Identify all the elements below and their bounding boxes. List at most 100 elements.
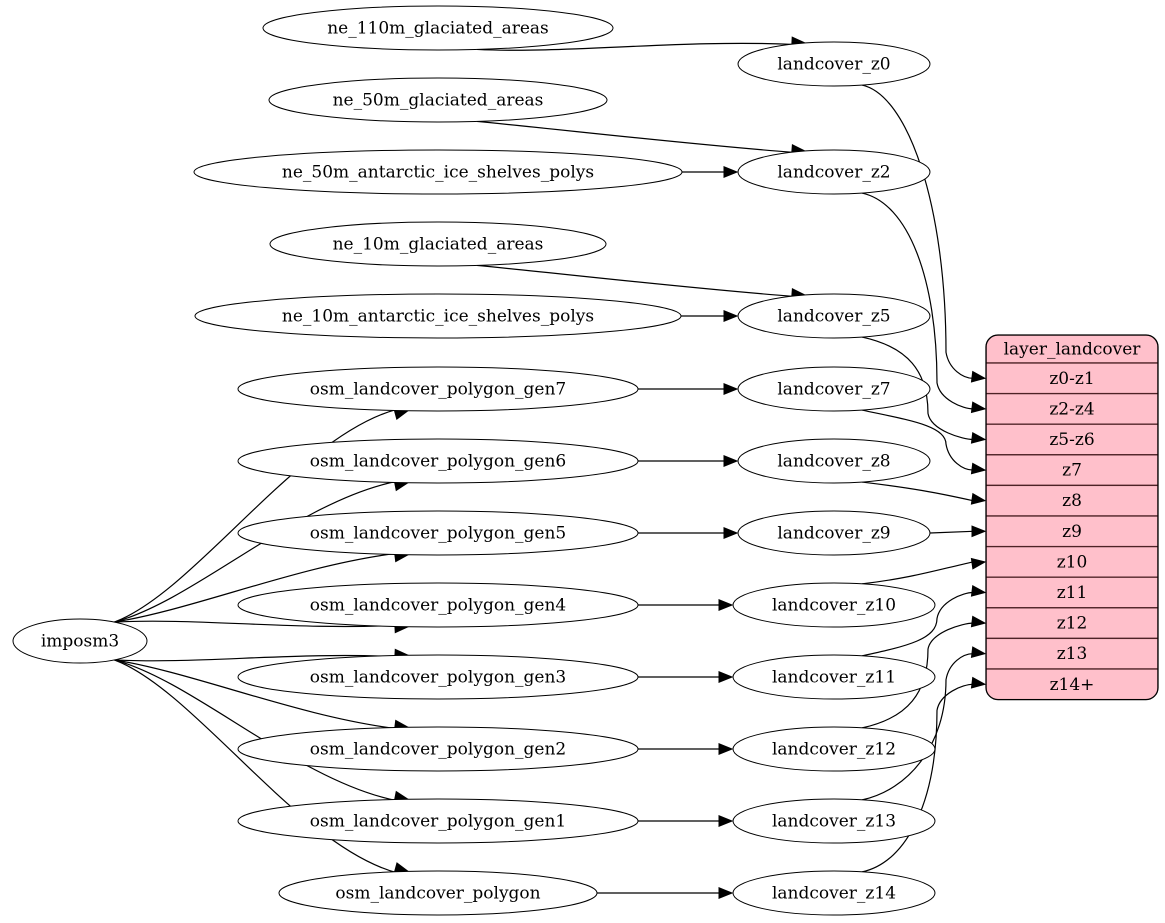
node-ne_10m_glaciated_areas[interactable]: ne_10m_glaciated_areas <box>269 221 607 267</box>
edge-imposm3-to-osm_landcover_polygon <box>114 659 398 874</box>
edge-arrowhead <box>970 431 987 444</box>
node-landcover_z9[interactable]: landcover_z9 <box>737 510 931 556</box>
node-label-osm_landcover_polygon_gen5: osm_landcover_polygon_gen5 <box>310 524 566 544</box>
edge-ne_50m_glaciated_areas-to-landcover_z2 <box>476 120 794 154</box>
edge-arrowhead <box>718 599 734 611</box>
table-outline <box>985 334 1159 701</box>
table-row-z14+[interactable] <box>986 668 1158 700</box>
edge-imposm3-to-osm_landcover_polygon_gen5 <box>114 552 398 623</box>
edge-landcover_z14-to-z14+ <box>862 683 974 873</box>
table-row-z0-z1[interactable] <box>986 362 1158 395</box>
node-landcover_z12[interactable]: landcover_z12 <box>732 726 936 772</box>
edge-arrowhead <box>970 370 987 383</box>
node-shape-landcover_z11 <box>732 654 936 700</box>
table-row-label-z2-z4: z2-z4 <box>1049 399 1094 419</box>
edge-imposm3-to-osm_landcover_polygon_gen1 <box>114 659 398 802</box>
node-shape-landcover_z5 <box>737 293 931 339</box>
node-landcover_z10[interactable]: landcover_z10 <box>732 582 936 628</box>
edge-arrowhead <box>723 383 739 395</box>
layer-landcover-table[interactable]: layer_landcoverz0-z1z2-z4z5-z6z7z8z9z10z… <box>985 334 1159 701</box>
table-row-z11[interactable] <box>986 576 1158 609</box>
node-label-landcover_z11: landcover_z11 <box>772 668 896 688</box>
node-osm_landcover_polygon_gen1[interactable]: osm_landcover_polygon_gen1 <box>237 798 639 844</box>
table-row-label-z7: z7 <box>1062 461 1082 481</box>
node-label-osm_landcover_polygon_gen2: osm_landcover_polygon_gen2 <box>310 740 566 760</box>
table-row-label-z8: z8 <box>1062 491 1082 511</box>
edge-arrowhead <box>723 166 739 178</box>
node-label-ne_10m_glaciated_areas: ne_10m_glaciated_areas <box>333 235 544 255</box>
node-landcover_z13[interactable]: landcover_z13 <box>732 798 936 844</box>
edge-arrowhead <box>718 887 734 899</box>
nodes-layer: imposm3 ne_110m_glaciated_areas ne_50m_gla… <box>12 5 936 916</box>
node-shape-landcover_z10 <box>732 582 936 628</box>
node-landcover_z14[interactable]: landcover_z14 <box>732 870 936 916</box>
edge-imposm3-to-osm_landcover_polygon_gen3 <box>114 654 398 662</box>
node-shape-landcover_z12 <box>732 726 936 772</box>
node-landcover_z2[interactable]: landcover_z2 <box>737 149 931 195</box>
node-shape-landcover_z7 <box>737 366 931 412</box>
edge-imposm3-to-osm_landcover_polygon_gen7 <box>114 408 398 623</box>
edge-arrowhead <box>970 401 987 414</box>
node-shape-osm_landcover_polygon_gen7 <box>237 366 639 412</box>
node-ne_50m_glaciated_areas[interactable]: ne_50m_glaciated_areas <box>268 77 608 123</box>
edge-arrowhead <box>723 455 739 467</box>
node-shape-osm_landcover_polygon <box>278 870 598 916</box>
node-osm_landcover_polygon_gen2[interactable]: osm_landcover_polygon_gen2 <box>237 726 639 772</box>
node-label-landcover_z8: landcover_z8 <box>777 452 890 472</box>
edge-arrowhead <box>970 676 987 689</box>
edge-landcover_z11-to-z11 <box>862 591 974 657</box>
edge-imposm3-to-osm_landcover_polygon_gen2 <box>114 659 398 730</box>
edges-layer <box>114 36 987 899</box>
edge-landcover_z0-to-z0-z1 <box>861 84 974 379</box>
node-ne_110m_glaciated_areas[interactable]: ne_110m_glaciated_areas <box>262 5 614 51</box>
node-label-landcover_z2: landcover_z2 <box>777 163 890 183</box>
node-osm_landcover_polygon_gen4[interactable]: osm_landcover_polygon_gen4 <box>237 582 639 628</box>
table-header-label: layer_landcover <box>1004 340 1142 360</box>
node-ne_50m_antarctic_ice_shelves_polys[interactable]: ne_50m_antarctic_ice_shelves_polys <box>193 149 683 195</box>
node-imposm3[interactable]: imposm3 <box>12 618 148 664</box>
node-landcover_z8[interactable]: landcover_z8 <box>737 438 931 484</box>
node-label-ne_50m_antarctic_ice_shelves_polys: ne_50m_antarctic_ice_shelves_polys <box>282 163 594 183</box>
node-label-osm_landcover_polygon_gen1: osm_landcover_polygon_gen1 <box>310 812 566 832</box>
node-shape-ne_50m_glaciated_areas <box>268 77 608 123</box>
node-landcover_z5[interactable]: landcover_z5 <box>737 293 931 339</box>
node-label-osm_landcover_polygon_gen3: osm_landcover_polygon_gen3 <box>310 668 566 688</box>
node-osm_landcover_polygon_gen6[interactable]: osm_landcover_polygon_gen6 <box>237 438 639 484</box>
node-label-landcover_z12: landcover_z12 <box>772 740 896 760</box>
node-label-imposm3: imposm3 <box>41 632 119 652</box>
table-row-label-z14+: z14+ <box>1050 675 1095 695</box>
edge-landcover_z5-to-z5-z6 <box>861 336 974 441</box>
node-label-osm_landcover_polygon_gen7: osm_landcover_polygon_gen7 <box>310 380 566 400</box>
node-landcover_z11[interactable]: landcover_z11 <box>732 654 936 700</box>
node-shape-landcover_z0 <box>737 41 931 87</box>
node-label-ne_10m_antarctic_ice_shelves_polys: ne_10m_antarctic_ice_shelves_polys <box>282 307 594 327</box>
node-osm_landcover_polygon[interactable]: osm_landcover_polygon <box>278 870 598 916</box>
node-label-ne_50m_glaciated_areas: ne_50m_glaciated_areas <box>333 91 544 111</box>
node-label-landcover_z13: landcover_z13 <box>772 812 896 832</box>
table-row-label-z11: z11 <box>1057 583 1088 603</box>
node-shape-osm_landcover_polygon_gen1 <box>237 798 639 844</box>
node-label-ne_110m_glaciated_areas: ne_110m_glaciated_areas <box>327 19 549 39</box>
node-label-landcover_z14: landcover_z14 <box>772 884 896 904</box>
node-label-osm_landcover_polygon_gen4: osm_landcover_polygon_gen4 <box>310 596 566 616</box>
edge-imposm3-to-osm_landcover_polygon_gen4 <box>114 620 398 628</box>
table-row-z12[interactable] <box>986 607 1158 640</box>
edge-arrowhead <box>718 815 734 827</box>
table-row-label-z13: z13 <box>1057 644 1088 664</box>
edge-arrowhead <box>970 557 987 570</box>
edge-landcover_z9-to-z9 <box>929 530 974 534</box>
node-osm_landcover_polygon_gen5[interactable]: osm_landcover_polygon_gen5 <box>237 510 639 556</box>
node-landcover_z0[interactable]: landcover_z0 <box>737 41 931 87</box>
table-cells <box>986 335 1158 700</box>
node-label-osm_landcover_polygon: osm_landcover_polygon <box>335 884 540 904</box>
node-osm_landcover_polygon_gen7[interactable]: osm_landcover_polygon_gen7 <box>237 366 639 412</box>
node-shape-ne_110m_glaciated_areas <box>262 5 614 51</box>
node-landcover_z7[interactable]: landcover_z7 <box>737 366 931 412</box>
edge-imposm3-to-osm_landcover_polygon_gen6 <box>114 480 398 623</box>
node-shape-landcover_z8 <box>737 438 931 484</box>
table-row-label-z10: z10 <box>1057 552 1088 572</box>
node-osm_landcover_polygon_gen3[interactable]: osm_landcover_polygon_gen3 <box>237 654 639 700</box>
node-label-landcover_z9: landcover_z9 <box>777 524 890 544</box>
node-ne_10m_antarctic_ice_shelves_polys[interactable]: ne_10m_antarctic_ice_shelves_polys <box>194 293 682 339</box>
